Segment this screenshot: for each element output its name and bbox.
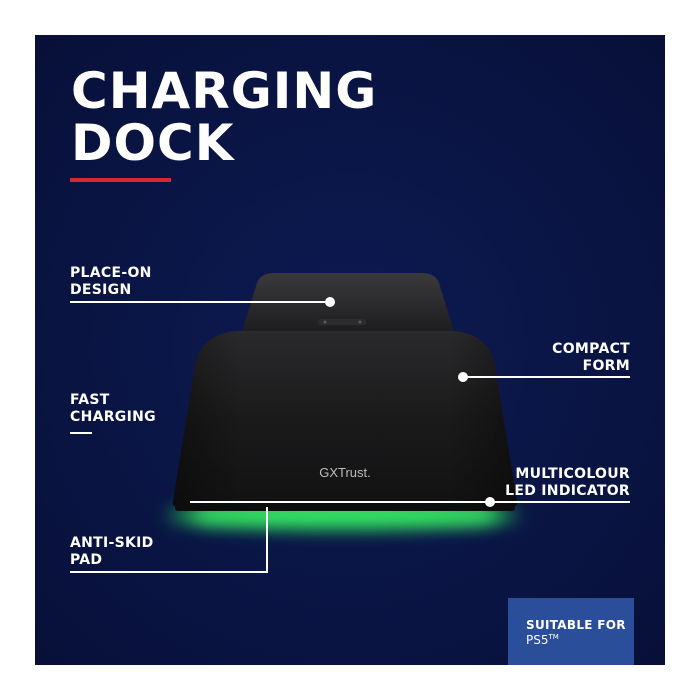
label-text: PLACE-ON: [70, 265, 152, 281]
callout-dot: [325, 297, 335, 307]
compatibility-badge: SUITABLE FOR PS5TM: [508, 598, 634, 665]
headline-line-2: DOCK: [71, 114, 235, 172]
label-text: FAST: [70, 392, 110, 408]
dock-base: [175, 501, 515, 511]
leader-line: [266, 507, 268, 573]
accent-underline: [70, 178, 171, 182]
trademark-text: TM: [548, 633, 559, 641]
label-fast-charging: FAST CHARGING: [70, 392, 156, 426]
label-led-indicator: MULTICOLOUR LED INDICATOR: [455, 466, 630, 500]
label-text: CHARGING: [70, 409, 156, 425]
label-text: ANTI-SKID: [70, 535, 154, 551]
brand-logo: GXTrust.: [319, 465, 371, 480]
usb-connector: [318, 319, 366, 325]
label-compact-form: COMPACT FORM: [475, 341, 630, 375]
headline: CHARGING DOCK: [71, 65, 377, 169]
leader-line: [190, 501, 630, 503]
label-text: DESIGN: [70, 282, 132, 298]
label-text: MULTICOLOUR: [515, 466, 630, 482]
dock-body-shade: [172, 331, 518, 507]
label-place-on-design: PLACE-ON DESIGN: [70, 265, 152, 299]
label-text: FORM: [582, 358, 630, 374]
badge-platform-text: PS5: [526, 633, 549, 647]
leader-line: [463, 376, 630, 378]
connector-pin-icon: [323, 320, 327, 324]
label-anti-skid-pad: ANTI-SKID PAD: [70, 535, 154, 569]
dock-cradle: [241, 273, 455, 335]
leader-line: [70, 301, 330, 303]
connector-pin-icon: [358, 320, 362, 324]
leader-line: [70, 432, 92, 434]
headline-line-1: CHARGING: [71, 62, 378, 120]
product-panel: CHARGING DOCK: [35, 35, 665, 665]
charging-dock-illustration: GXTrust.: [168, 273, 518, 529]
label-text: LED INDICATOR: [505, 483, 630, 499]
label-text: COMPACT: [552, 341, 630, 357]
badge-platform: PS5TM: [526, 633, 559, 647]
label-text: PAD: [70, 552, 103, 568]
leader-line: [70, 571, 268, 573]
callout-dot: [485, 497, 495, 507]
badge-title: SUITABLE FOR: [526, 618, 626, 632]
